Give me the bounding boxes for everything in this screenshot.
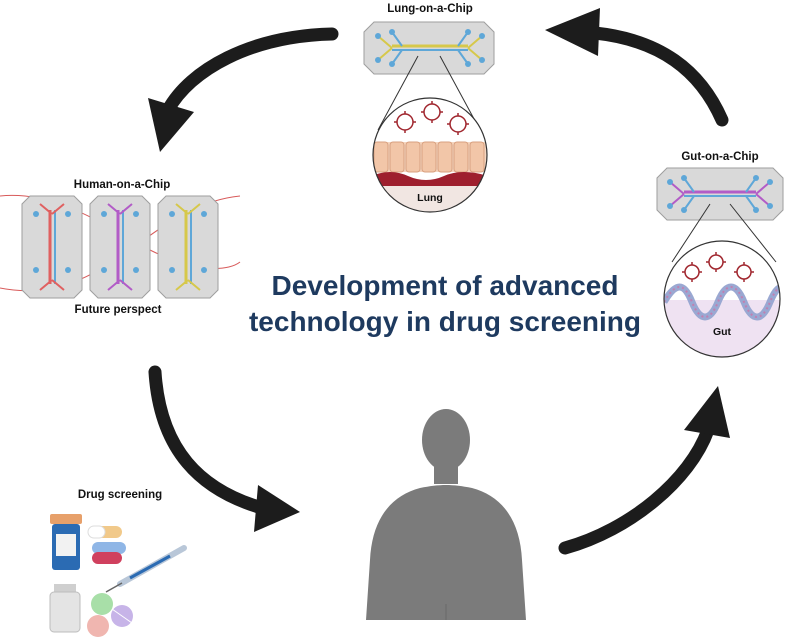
future-perspect-label: Future perspect — [74, 304, 162, 316]
lung-chip — [363, 21, 495, 75]
drug-screening-label: Drug screening — [77, 489, 163, 501]
virus-icon — [394, 101, 469, 135]
gut-zoom-lines — [671, 203, 777, 263]
human-chip — [0, 194, 241, 299]
pill-bottle-icon — [50, 514, 82, 570]
lung-label: Lung — [417, 192, 443, 204]
gut-chip-label: Gut-on-a-Chip — [681, 151, 759, 163]
syringe-icon — [105, 545, 187, 593]
virus-icon — [682, 252, 754, 282]
diagram-title-line-2: technology in drug screening — [248, 306, 642, 337]
lung-chip-label: Lung-on-a-Chip — [387, 3, 473, 15]
cycle-arrow-top-right — [545, 8, 729, 127]
gut-tissue-circle — [663, 240, 781, 358]
cycle-arrow-top-left — [148, 27, 339, 152]
human-chip-label: Human-on-a-Chip — [73, 179, 171, 191]
cycle-arrow-bottom-left — [148, 365, 300, 532]
cycle-arrow-bottom-right — [558, 386, 730, 555]
medicine-jar-icon — [49, 584, 81, 633]
diagram-title-line-1: Development of advanced — [271, 270, 619, 301]
capsule-icon — [87, 525, 126, 564]
gut-chip — [656, 167, 784, 221]
human-body-icon — [366, 409, 526, 620]
drug-screening-group — [49, 514, 187, 637]
tablet-icon — [87, 593, 133, 637]
gut-label: Gut — [712, 326, 732, 338]
diagram-title: Development of advanced technology in dr… — [249, 268, 641, 340]
